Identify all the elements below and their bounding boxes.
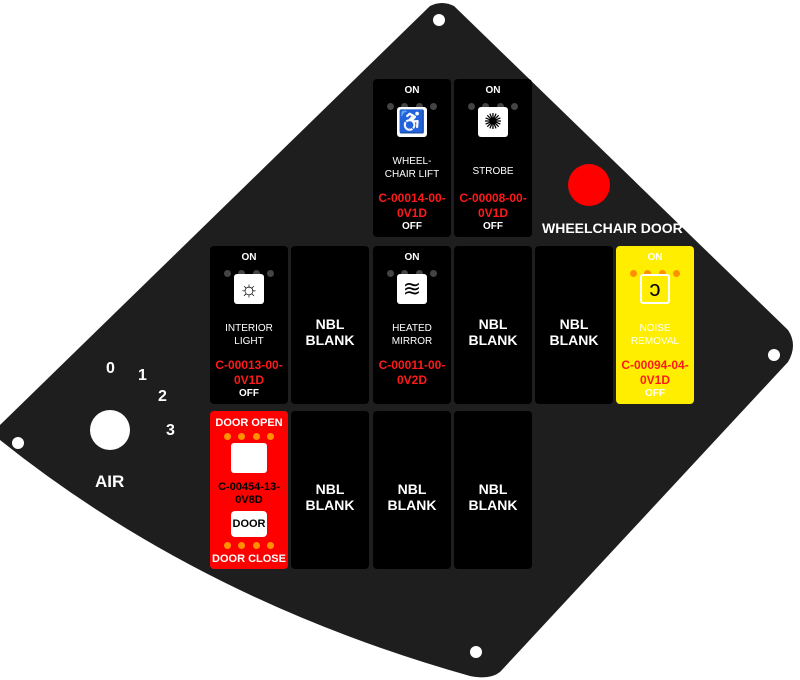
switch-label: WHEEL- CHAIR LIFT [384,156,440,180]
blank-switch[interactable]: NBL BLANK [535,246,613,404]
wheelchair-door-button[interactable] [568,164,610,206]
wheelchair-door-label: WHEELCHAIR DOOR [542,220,683,236]
part-code: C-00014-00- 0V1D [378,191,446,220]
blank-label: NBL BLANK [549,316,599,348]
led-row [224,542,274,550]
blank-switch[interactable]: NBL BLANK [454,411,532,569]
air-position-3: 3 [166,422,175,439]
heated-mirror-icon: ≋ [397,274,427,304]
blank-label: NBL BLANK [305,481,355,513]
part-code: C-00011-00- 0V2D [378,358,446,387]
led-row [387,270,437,278]
mounting-hole [470,646,482,658]
blank-switch[interactable]: NBL BLANK [291,246,369,404]
blank-label: NBL BLANK [468,481,518,513]
door-open-label: DOOR OPEN [215,417,283,429]
door-button[interactable]: DOOR [231,511,267,537]
air-label: AIR [95,472,125,491]
switch-label: HEATED MIRROR [391,323,433,347]
switch-on-label: ON [404,252,420,263]
led-row [468,103,518,111]
part-code: C-00454-13- 0V8D [218,481,280,506]
switch-label: INTERIOR LIGHT [225,323,273,347]
interior-light-switch[interactable]: ON ☼ INTERIOR LIGHT C-00013-00- 0V1D OFF [210,246,288,404]
blank-label: NBL BLANK [468,316,518,348]
switch-on-label: ON [485,85,501,96]
wheelchair-lift-switch[interactable]: ON ♿ WHEEL- CHAIR LIFT C-00014-00- 0V1D … [373,79,451,237]
strobe-icon: ✺ [478,107,508,137]
switch-on-label: ON [241,252,257,263]
switch-off-label: OFF [402,221,422,232]
switch-label: STROBE [472,166,514,177]
switch-on-label: ON [404,85,420,96]
switch-off-label: OFF [239,388,259,399]
led-row [224,433,274,441]
part-code: C-00008-00- 0V1D [459,191,527,220]
air-position-1: 1 [138,367,147,384]
switch-off-label: OFF [483,221,503,232]
door-switch[interactable]: DOOR OPEN C-00454-13- 0V8D DOOR DOOR CLO… [210,411,288,569]
switch-label: NOISE REMOVAL [630,323,680,347]
air-position-2: 2 [158,388,167,405]
mounting-hole [12,437,24,449]
mounting-hole [433,14,445,26]
strobe-switch[interactable]: ON ✺ STROBE C-00008-00- 0V1D OFF [454,79,532,237]
led-row [387,103,437,111]
wheelchair-icon: ♿ [397,107,427,137]
blank-switch[interactable]: NBL BLANK [373,411,451,569]
door-icon [231,443,267,473]
led-row [630,270,680,278]
air-knob[interactable] [90,410,130,450]
switch-on-label: ON [647,252,663,263]
mounting-hole [768,349,780,361]
dome-light-icon: ☼ [234,274,264,304]
blank-label: NBL BLANK [305,316,355,348]
part-code: C-00094-04- 0V1D [621,358,689,387]
blank-switch[interactable]: NBL BLANK [291,411,369,569]
blank-label: NBL BLANK [387,481,437,513]
led-row [224,270,274,278]
part-code: C-00013-00- 0V1D [215,358,283,387]
noise-removal-switch[interactable]: ON ↄ NOISE REMOVAL C-00094-04- 0V1D OFF [616,246,694,404]
heated-mirror-switch[interactable]: ON ≋ HEATED MIRROR C-00011-00- 0V2D [373,246,451,404]
blank-switch[interactable]: NBL BLANK [454,246,532,404]
air-position-0: 0 [106,360,115,377]
door-close-label: DOOR CLOSE [212,553,286,565]
ear-icon: ↄ [640,274,670,304]
switch-off-label: OFF [645,388,665,399]
